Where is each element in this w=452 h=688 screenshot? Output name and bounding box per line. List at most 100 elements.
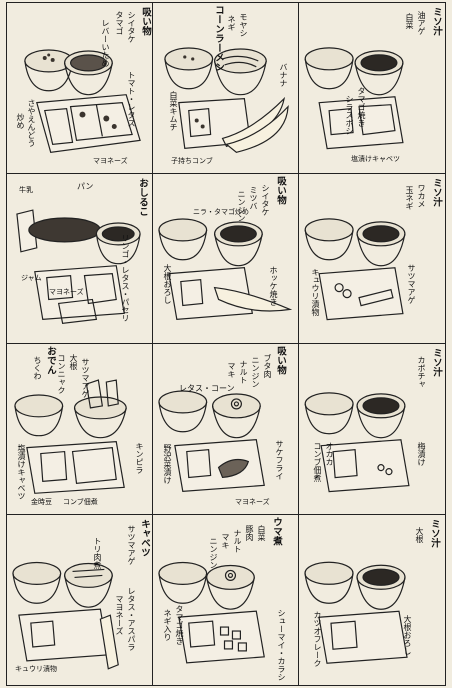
side-label: 油アゲ	[417, 11, 426, 35]
side-label: リンゴ・レタス・パセリ	[121, 233, 130, 322]
side-label: シラスボシ	[345, 95, 354, 135]
side-label: モヤシ	[239, 13, 248, 37]
soup-label: ミソ汁	[431, 7, 442, 36]
menu-grid: 吸い物 シイタケ タマゴ レバーいため トマト・レタス マヨネーズ さやえんどう…	[6, 2, 446, 686]
side-label: さやえんどう	[27, 99, 36, 147]
side-label: サツマアゲ	[407, 263, 416, 304]
side-label: コンニャク	[57, 354, 66, 394]
side-label: ミツバ	[249, 185, 258, 210]
meal-illustration	[158, 561, 265, 663]
side-label: 大根おろし	[403, 614, 412, 655]
side-label: 白菜	[405, 13, 414, 29]
side-label: マヨネーズ	[93, 157, 128, 165]
soup-label: ミソ汁	[429, 518, 440, 548]
side-label: ナルト	[233, 528, 242, 553]
side-label: オカカ	[325, 442, 334, 466]
side-label: タマゴ焼き	[175, 604, 184, 645]
soup-label: コーンラーメン	[213, 5, 224, 72]
meal-illustration	[12, 561, 119, 670]
panel-6: ミソ汁 ワカメ 玉ネギ キュウリ漬物 サツマアゲ	[299, 174, 445, 344]
side-label: 玉ネギ	[405, 185, 414, 210]
meal-illustration	[304, 561, 408, 664]
side-label: サツマアゲ	[127, 524, 136, 565]
side-label: シイタケ	[127, 11, 136, 43]
side-label: ニンジン	[209, 536, 218, 569]
side-label: タマゴ	[115, 11, 124, 35]
soup-label: ミソ汁	[431, 177, 442, 207]
soup-label: キャベツ	[139, 518, 150, 557]
panel-1: 吸い物 シイタケ タマゴ レバーいため トマト・レタス マヨネーズ さやえんどう…	[7, 3, 153, 174]
side-label: バナナ	[279, 63, 288, 87]
side-label: マヨネーズ	[115, 594, 124, 635]
meal-illustration	[16, 208, 141, 324]
meal-illustration	[14, 379, 127, 494]
soup-label: 吸い物	[140, 7, 151, 36]
panel-11: ウマ煮 白菜 豚肉 ナルト マキ ニンジン タマゴ焼き ネギ入り シューマイ・カ…	[153, 514, 299, 685]
side-label: 野沢菜漬け	[163, 444, 172, 484]
side-label: ネギ	[227, 15, 236, 31]
side-label: 豚肉	[245, 524, 254, 541]
panel-8: 吸い物 ブタ肉 ニンジン ナルト マキ レタス・コーン サケフライ 野沢菜漬け …	[153, 344, 299, 515]
side-label: 塩漬けキャベツ	[351, 155, 400, 163]
side-label: 白菜キムチ	[169, 91, 178, 131]
side-label: ネギ入り	[163, 608, 172, 641]
side-label: ホッケ焼き	[269, 265, 278, 306]
side-label: 大根おろし	[163, 263, 172, 304]
side-label: コンブ佃煮	[63, 498, 98, 506]
side-label: タマゴ焼き	[357, 87, 366, 127]
panel-10: キャベツ サツマアゲ トリ肉煮 レタス・アスパラ マヨネーズ キュウリ漬物	[7, 514, 153, 685]
side-label: キンピラ	[135, 442, 144, 474]
side-label: 大根	[415, 526, 424, 543]
side-label: 大根	[69, 354, 78, 370]
side-label: サツマアゲ	[81, 358, 90, 398]
panel-7: おでん ちくわ 大根 コンニャク サツマアゲ キンピラ 塩漬けキャベツ 金時豆 …	[7, 344, 153, 515]
soup-label: 吸い物	[275, 175, 286, 205]
side-label: トリ肉煮	[93, 536, 102, 569]
meal-illustration	[158, 217, 293, 320]
side-label: シイタケ	[261, 183, 270, 216]
soup-label: おでん	[45, 346, 56, 375]
meal-illustration	[304, 392, 410, 493]
panel-12: ミソ汁 大根 カツオフレーク 大根おろし	[299, 515, 445, 686]
meal-illustration	[158, 390, 265, 492]
side-label: カツオフレーク	[313, 610, 322, 667]
side-label: マキ	[227, 362, 236, 378]
side-label: レバーいため	[101, 19, 110, 67]
side-label: ちくわ	[33, 356, 42, 380]
meal-illustration	[304, 47, 404, 150]
side-label: 塩漬けキャベツ	[17, 444, 26, 500]
side-label: ナルト	[239, 360, 248, 384]
soup-label: おしるこ	[137, 177, 148, 216]
side-label: 白菜	[257, 524, 266, 541]
side-label: 金時豆	[31, 498, 52, 506]
side-label: 炒め	[16, 113, 25, 129]
side-label: ジャム	[21, 273, 42, 282]
soup-label: 吸い物	[275, 346, 286, 375]
side-label: ニラ・タマゴ炒め	[193, 207, 249, 216]
meal-illustration	[304, 217, 406, 320]
meal-illustration	[164, 47, 289, 153]
side-label: マキ	[221, 532, 230, 549]
side-label: コンブ佃煮	[313, 442, 322, 482]
side-label: マヨネーズ	[235, 498, 270, 506]
soup-label: ウマ煮	[271, 516, 282, 546]
meal-illustration	[24, 49, 141, 153]
side-label: ブタ肉	[263, 354, 272, 378]
side-label: カボチャ	[417, 356, 426, 388]
panel-4: おしるこ 牛乳 パン リンゴ・レタス・パセリ ジャム マヨネーズ	[7, 173, 153, 344]
side-label: レタス・コーン	[179, 384, 235, 393]
panel-2: コーンラーメン モヤシ ネギ 白菜キムチ バナナ 子持ちコンブ	[153, 3, 299, 174]
side-label: キュウリ漬物	[15, 664, 57, 673]
side-label: ワカメ	[417, 183, 426, 208]
side-label: サケフライ	[275, 440, 284, 480]
panel-9: ミソ汁 カボチャ オカカ コンブ佃煮 梅漬け	[299, 344, 445, 515]
side-label: マヨネーズ	[49, 287, 84, 296]
side-label: シューマイ・カラシ	[277, 608, 286, 681]
side-label: パン	[77, 181, 94, 191]
side-label: キュウリ漬物	[311, 267, 320, 316]
side-label: ニンジン	[237, 189, 246, 222]
side-label: レタス・アスパラ	[127, 586, 136, 651]
soup-label: ミソ汁	[431, 348, 442, 377]
side-label: トマト・レタス	[127, 71, 136, 127]
